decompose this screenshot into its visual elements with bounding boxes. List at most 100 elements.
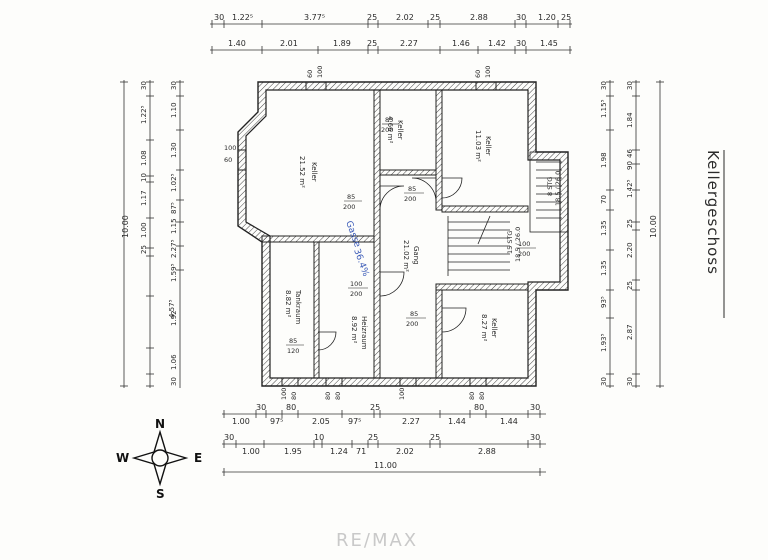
dim-label: 2.01	[280, 39, 298, 48]
dim-label: 1.95	[284, 447, 302, 456]
room-area: 8.27 m²	[480, 314, 488, 342]
dim-label: 2.27	[400, 39, 418, 48]
room-name: Keller	[310, 162, 318, 182]
dim-label: 1.42⁵	[626, 179, 634, 198]
dim-label: 25	[626, 281, 634, 290]
outer-walls	[237, 81, 569, 387]
window-labels: 60 100 60 100 100 60 100 80 80 80 100 80…	[224, 66, 492, 400]
dim-label: 1.22⁵	[140, 105, 148, 124]
dim-label: 4.57⁵	[168, 299, 176, 318]
dim-label: 1.84	[626, 112, 634, 128]
dimension-chain-bottom	[222, 410, 546, 476]
dim-label-right-total: 10.00	[649, 215, 658, 238]
door-labels	[286, 123, 536, 346]
dim-label: 2.02	[396, 447, 414, 456]
dim-label: 2.20	[626, 242, 634, 258]
dimension-labels-left-outer: 30 1.22⁵ 1.08 10 1.17 1.00 25 4.57⁵ 1.92…	[140, 81, 178, 386]
room-area: 8.92 m²	[350, 316, 358, 344]
watermark-logo: RE/MAX	[336, 530, 418, 551]
dim-label: 10	[314, 433, 324, 442]
door-width: 100	[518, 240, 530, 248]
room-area: 8.82 m²	[284, 290, 292, 318]
dim-label: 1.08	[140, 150, 148, 166]
dim-label: 30	[626, 81, 634, 90]
dim-label: 1.92	[170, 310, 178, 326]
dim-label: 30	[170, 81, 178, 90]
drawing-title: Kellergeschoss	[704, 150, 722, 275]
window-label: 100	[224, 144, 236, 152]
door-width: 100	[350, 280, 362, 288]
dim-label: 70	[600, 195, 608, 204]
room-name: Tankraum	[294, 289, 302, 325]
dim-label: 1.98	[600, 152, 608, 168]
compass-rose-icon	[131, 429, 189, 487]
stair-2-label: 15 STG	[506, 231, 514, 254]
dim-label: 1.89	[333, 39, 351, 48]
dimension-chain-right	[606, 80, 664, 388]
dimension-chain-left	[120, 80, 184, 388]
dim-label: 1.45	[540, 39, 558, 48]
dim-label: 2.02	[396, 13, 414, 22]
dim-label: 1.00	[232, 417, 250, 426]
door-swings	[317, 177, 467, 351]
dim-label: 30	[256, 403, 266, 412]
dim-label: 25	[370, 403, 380, 412]
room-area: 21.02 m²	[402, 240, 410, 272]
stair-1-ratio: 18.5 / 26.0	[554, 171, 562, 206]
window-label: 80	[334, 392, 342, 400]
dim-label: 80	[286, 403, 296, 412]
door-height: 200	[518, 250, 530, 258]
window-label: 100	[316, 66, 324, 78]
door-width: 85	[408, 185, 416, 193]
dim-label: 1.40	[228, 39, 246, 48]
dim-label: 30	[600, 81, 608, 90]
dim-label: 30	[516, 13, 526, 22]
dim-label: 2.88	[478, 447, 496, 456]
dim-label: 1.42	[488, 39, 506, 48]
room-name: Gang	[412, 246, 420, 265]
dim-label: 1.17	[140, 190, 148, 206]
door-height: 120	[287, 347, 299, 355]
dim-label: 71	[356, 447, 366, 456]
dim-label: 30	[140, 81, 148, 90]
dim-label: 1.22⁵	[232, 13, 253, 22]
room-name: Heizraum	[360, 316, 368, 350]
dim-label: 30	[530, 403, 540, 412]
window-label: 60	[474, 70, 482, 78]
dim-label: 93⁵	[600, 296, 608, 308]
dimension-labels-top-row-1: 30 1.22⁵ 3.77⁵ 25 2.02 25 2.88 30 1.20 2…	[214, 13, 571, 22]
dim-label: 25	[140, 245, 148, 254]
dim-label: 2.88	[470, 13, 488, 22]
dim-label: 25	[430, 433, 440, 442]
dim-label: 1.44	[448, 417, 466, 426]
door-width: 85	[385, 116, 393, 124]
door-width: 85	[410, 310, 418, 318]
dim-label: 1.93⁵	[600, 333, 608, 352]
dim-label: 1.35	[600, 220, 608, 236]
dim-label: 2.27	[402, 417, 420, 426]
dimension-chain-top	[210, 20, 572, 54]
dim-label: 1.00	[140, 222, 148, 238]
dim-label: 1.59⁵	[170, 263, 178, 282]
dim-label: 87⁵	[170, 202, 178, 214]
dim-label: 1.10	[170, 102, 178, 118]
dim-label: 30	[600, 377, 608, 386]
window-label: 100	[484, 66, 492, 78]
door-dimension-texts: 85 200 85 200 85 200 100 200 85 200 85 1…	[287, 116, 530, 355]
dim-label: 1.06	[170, 354, 178, 370]
dimension-labels-bottom-row-2: 30 1.00 1.95 10 1.24 71 25 2.02 25 2.88 …	[224, 433, 540, 456]
door-width: 85	[347, 193, 355, 201]
stair-inner	[447, 215, 510, 276]
dim-label: 1.44	[500, 417, 518, 426]
compass-west-label: W	[116, 451, 129, 465]
compass-north-label: N	[155, 417, 165, 431]
window-label: 100	[398, 388, 406, 400]
dim-label: 97⁵	[270, 417, 283, 426]
dim-label: 1.20	[538, 13, 556, 22]
dimension-labels-right-inner: 30 1.84 46 90 1.42⁵ 25 2.20 25 2.87 30	[626, 81, 634, 386]
window-label: 80	[468, 392, 476, 400]
dim-label: 1.46	[452, 39, 470, 48]
room-name: Keller	[396, 120, 404, 140]
